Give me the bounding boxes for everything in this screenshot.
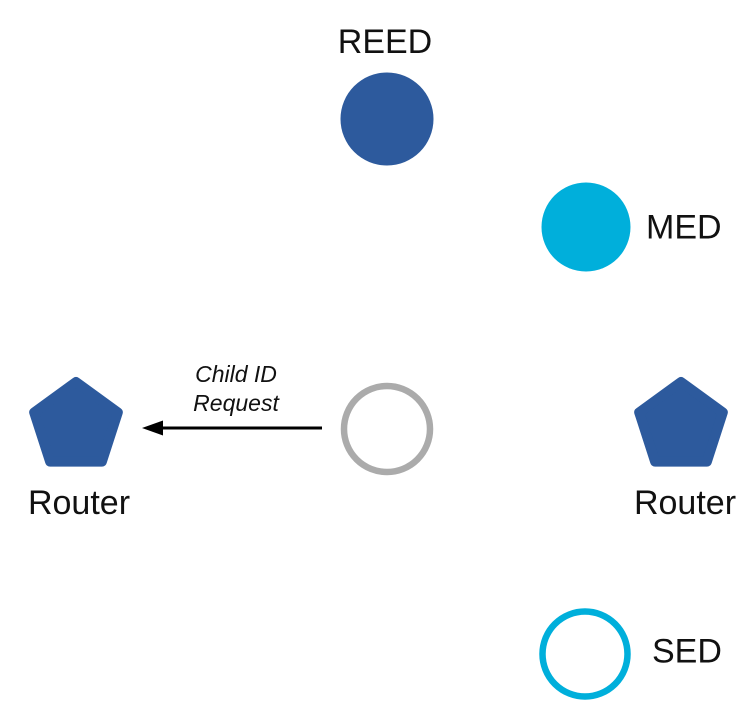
sed-node-circle	[539, 608, 631, 700]
edge-label-child-id-request: Child ID Request	[193, 360, 279, 418]
med-label: MED	[646, 208, 722, 247]
joiner-node-circle	[340, 382, 434, 476]
router-left-pentagon	[29, 377, 123, 467]
router-right-label: Router	[633, 484, 737, 522]
sed-label: SED	[652, 632, 722, 671]
med-node-circle	[541, 182, 631, 272]
edge-label-line2: Request	[193, 389, 279, 416]
arrowhead-icon	[142, 420, 163, 436]
reed-label: REED	[337, 23, 433, 61]
router-left-label: Router	[27, 484, 131, 522]
router-right-pentagon	[634, 377, 728, 467]
edge-label-line1: Child ID	[195, 361, 277, 387]
reed-node-circle	[340, 72, 434, 166]
